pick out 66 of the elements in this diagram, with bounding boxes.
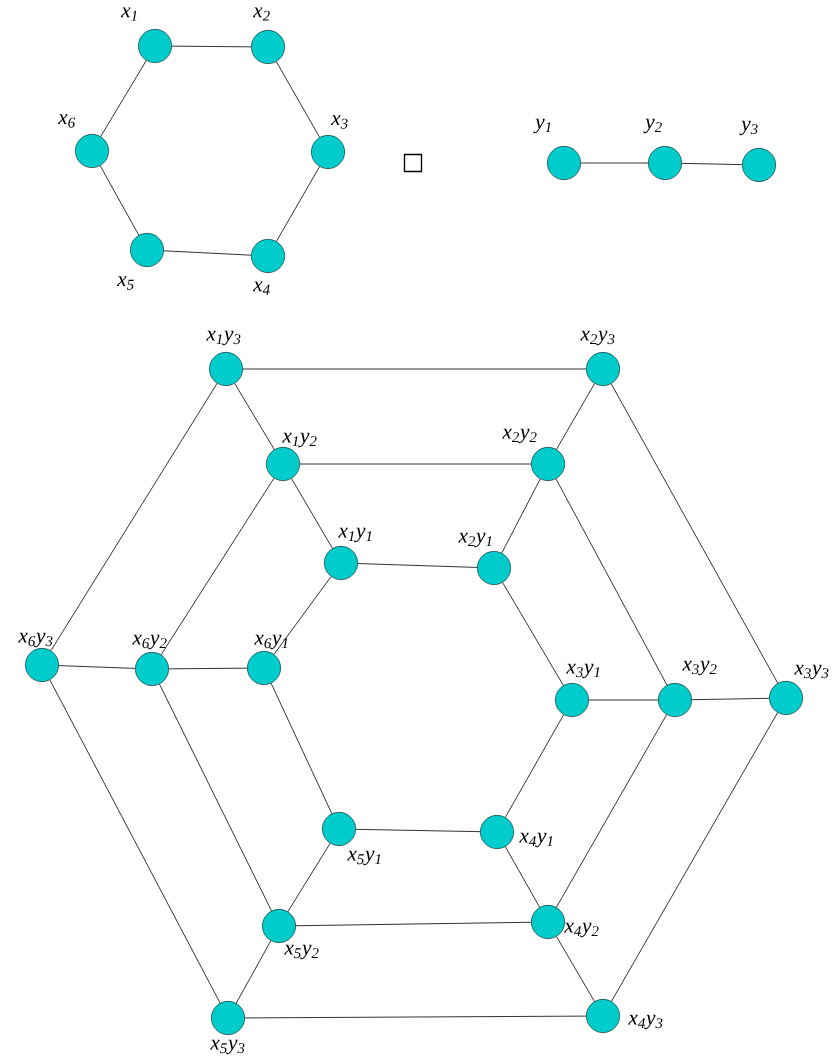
vertex-label: y$_{2}$ xyxy=(643,118,662,134)
vertex-label: x$_{1}$y$_{2}$ xyxy=(282,432,317,448)
vertex-label: x$_{4}$ xyxy=(252,281,270,295)
graph-edge xyxy=(691,697,770,701)
graph-edge xyxy=(50,383,218,651)
graph-edge xyxy=(556,714,667,908)
vertex-label: x$_{1}$y$_{3}$ xyxy=(206,330,241,346)
vertex-label: x$_{2}$y$_{1}$ xyxy=(458,532,492,548)
vertex-label: x$_{2}$y$_{2}$ xyxy=(502,428,537,444)
graph-edge xyxy=(580,162,649,164)
vertex-label: y$_{3}$ xyxy=(739,120,758,136)
vertex-label: x$_{5}$y$_{2}$ xyxy=(284,944,319,960)
vertex-label: x$_{6}$y$_{3}$ xyxy=(18,632,53,648)
graph-edge xyxy=(171,45,252,48)
vertex-label: x$_{1}$ xyxy=(120,7,137,21)
graph-edge xyxy=(299,463,532,465)
graph-edge xyxy=(504,714,565,818)
vertex-label: x$_{3}$y$_{1}$ xyxy=(566,663,600,679)
vertex-label: x$_{2}$y$_{3}$ xyxy=(580,330,615,346)
graph-edge xyxy=(168,667,248,670)
graph-edge xyxy=(235,940,272,1004)
graph-edge xyxy=(610,383,779,684)
graph-edge xyxy=(502,582,564,686)
graph-edge xyxy=(244,1015,587,1019)
graph-edge xyxy=(291,478,333,549)
vertex-label: x$_{6}$y$_{2}$ xyxy=(132,634,167,650)
graph-edge xyxy=(270,682,333,815)
graph-edge xyxy=(49,679,221,1004)
graph-edge xyxy=(160,477,275,656)
vertex-label: x$_{4}$y$_{2}$ xyxy=(564,922,599,938)
graph-edge xyxy=(276,166,320,242)
vertex-label: x$_{4}$y$_{1}$ xyxy=(519,832,553,848)
vertex-label: x$_{5}$y$_{1}$ xyxy=(347,850,381,866)
graph-edge xyxy=(357,563,478,568)
graph-edge xyxy=(58,665,136,669)
graph-edge xyxy=(556,383,595,450)
graph-edge xyxy=(159,683,272,912)
graph-edge xyxy=(242,368,587,370)
vertex-label: x$_{5}$y$_{3}$ xyxy=(210,1039,245,1055)
graph-edge xyxy=(273,576,332,655)
vertex-label: x$_{6}$ xyxy=(57,114,76,128)
graph-edge xyxy=(295,921,532,927)
graph-edge xyxy=(501,478,541,554)
vertex-label: x$_{2}$ xyxy=(252,7,270,21)
graph-edge xyxy=(611,712,778,1002)
graph-edge xyxy=(287,843,331,912)
vertex-label: x$_{3}$y$_{3}$ xyxy=(794,664,829,680)
graph-edge xyxy=(504,846,541,908)
graph-edge xyxy=(99,165,140,236)
graph-edge xyxy=(355,828,481,833)
vertex-label: x$_{3}$ xyxy=(330,115,348,129)
graph-edge xyxy=(588,699,659,701)
graph-edge xyxy=(681,162,743,166)
vertex-label: x$_{5}$ xyxy=(116,276,134,290)
vertex-label: y$_{1}$ xyxy=(533,118,551,134)
graph-edge xyxy=(555,478,668,686)
vertex-label: x$_{4}$y$_{3}$ xyxy=(628,1014,663,1030)
product-symbol: □ xyxy=(403,153,423,173)
graph-edge xyxy=(163,250,252,256)
vertex-label: x$_{3}$y$_{2}$ xyxy=(682,660,717,676)
vertex-label: x$_{6}$y$_{1}$ xyxy=(254,634,288,650)
graph-edge xyxy=(556,936,595,1002)
graph-edge xyxy=(276,61,320,138)
graph-edge xyxy=(234,383,275,450)
vertex-label: x$_{1}$y$_{1}$ xyxy=(338,527,372,543)
graph-edge xyxy=(100,60,147,137)
